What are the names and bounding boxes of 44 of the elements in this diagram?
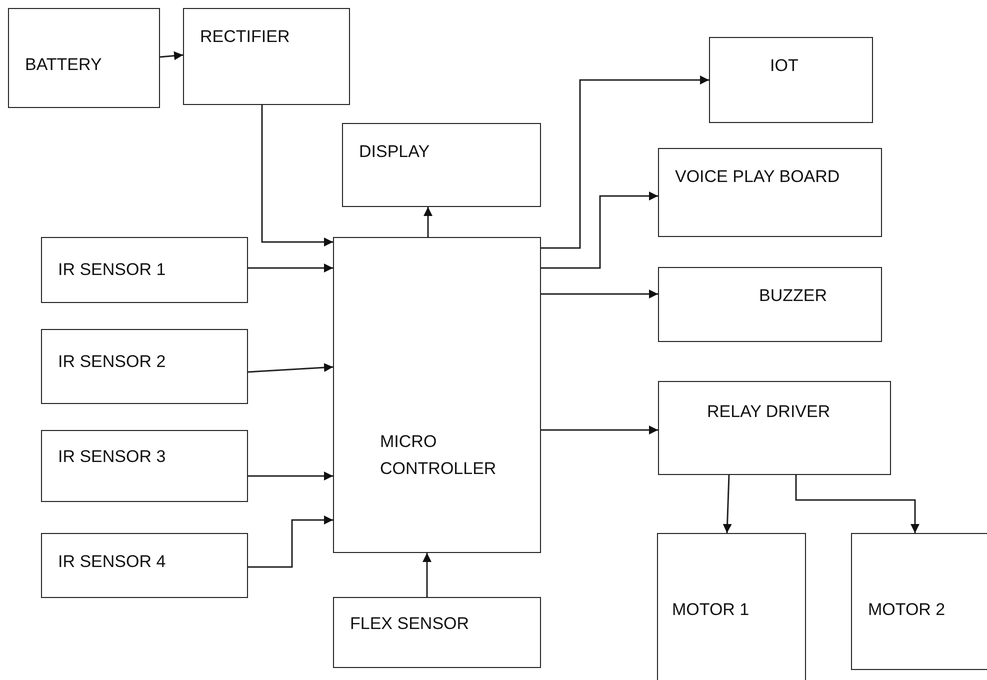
- block-label: MICRO CONTROLLER: [380, 431, 498, 480]
- arrow: [795, 475, 920, 533]
- arrow: [160, 51, 184, 60]
- arrow: [541, 76, 709, 249]
- arrow: [248, 363, 334, 373]
- block-box: [658, 267, 882, 342]
- block-box: [41, 329, 248, 404]
- block-label: FLEX SENSOR: [350, 613, 470, 635]
- arrow: [248, 516, 333, 568]
- block-label: VOICE PLAY BOARD: [675, 166, 841, 188]
- arrow: [261, 105, 333, 246]
- block-box: [658, 381, 891, 475]
- arrow: [541, 192, 658, 269]
- block-box: [41, 430, 248, 502]
- block-box: [333, 237, 541, 553]
- block-label: RELAY DRIVER: [707, 401, 832, 423]
- arrow: [541, 426, 658, 434]
- arrow: [541, 290, 658, 298]
- arrow: [422, 553, 432, 597]
- block-box: [709, 37, 873, 123]
- block-label: IOT: [770, 55, 800, 77]
- block-box: [8, 8, 160, 108]
- block-label: BUZZER: [759, 285, 828, 307]
- block-label: RECTIFIER: [200, 26, 291, 48]
- block-label: MOTOR 2: [868, 599, 946, 621]
- arrow: [424, 207, 432, 237]
- block-box: [657, 533, 806, 680]
- block-label: DISPLAY: [359, 141, 431, 163]
- block-box: [41, 533, 248, 598]
- block-box: [183, 8, 350, 105]
- arrow: [248, 264, 333, 272]
- block-box: [41, 237, 248, 303]
- arrow: [722, 474, 732, 534]
- block-box: [333, 597, 541, 668]
- block-box: [342, 123, 541, 207]
- block-label: IR SENSOR 2: [58, 351, 167, 373]
- block-label: IR SENSOR 1: [58, 259, 167, 281]
- block-label: MOTOR 1: [672, 599, 750, 621]
- block-label: BATTERY: [25, 54, 103, 76]
- block-label: IR SENSOR 3: [58, 446, 167, 468]
- block-label: IR SENSOR 4: [58, 551, 167, 573]
- arrow: [248, 472, 333, 480]
- block-box: [851, 533, 987, 670]
- block-box: [658, 148, 882, 237]
